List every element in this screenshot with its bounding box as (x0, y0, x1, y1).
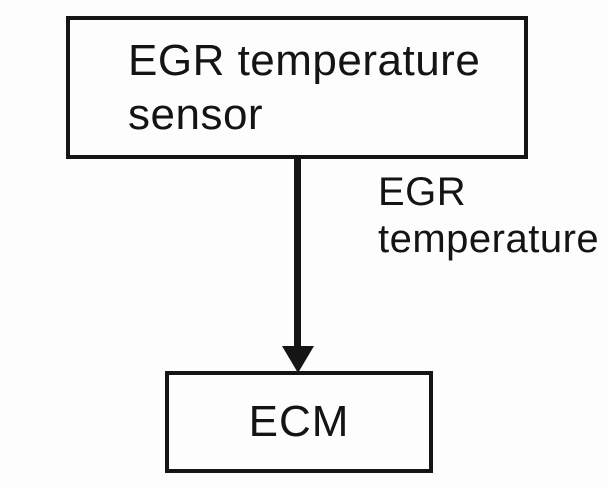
edge-label-egr-temperature: EGR temperature (378, 169, 599, 263)
node-ecm-label: ECM (248, 397, 350, 446)
node-egr-temperature-sensor: EGR temperature sensor (66, 16, 528, 159)
arrow-shaft (294, 159, 301, 349)
node-ecm: ECM (165, 371, 433, 473)
node-egr-temperature-sensor-label: EGR temperature sensor (70, 34, 480, 141)
arrow-head-down-icon (282, 346, 314, 373)
node-label-line1: EGR temperature (128, 35, 481, 85)
edge-label-line2: temperature (378, 217, 600, 262)
node-label-line2: sensor (128, 89, 264, 139)
edge-label-line1: EGR (378, 170, 467, 214)
